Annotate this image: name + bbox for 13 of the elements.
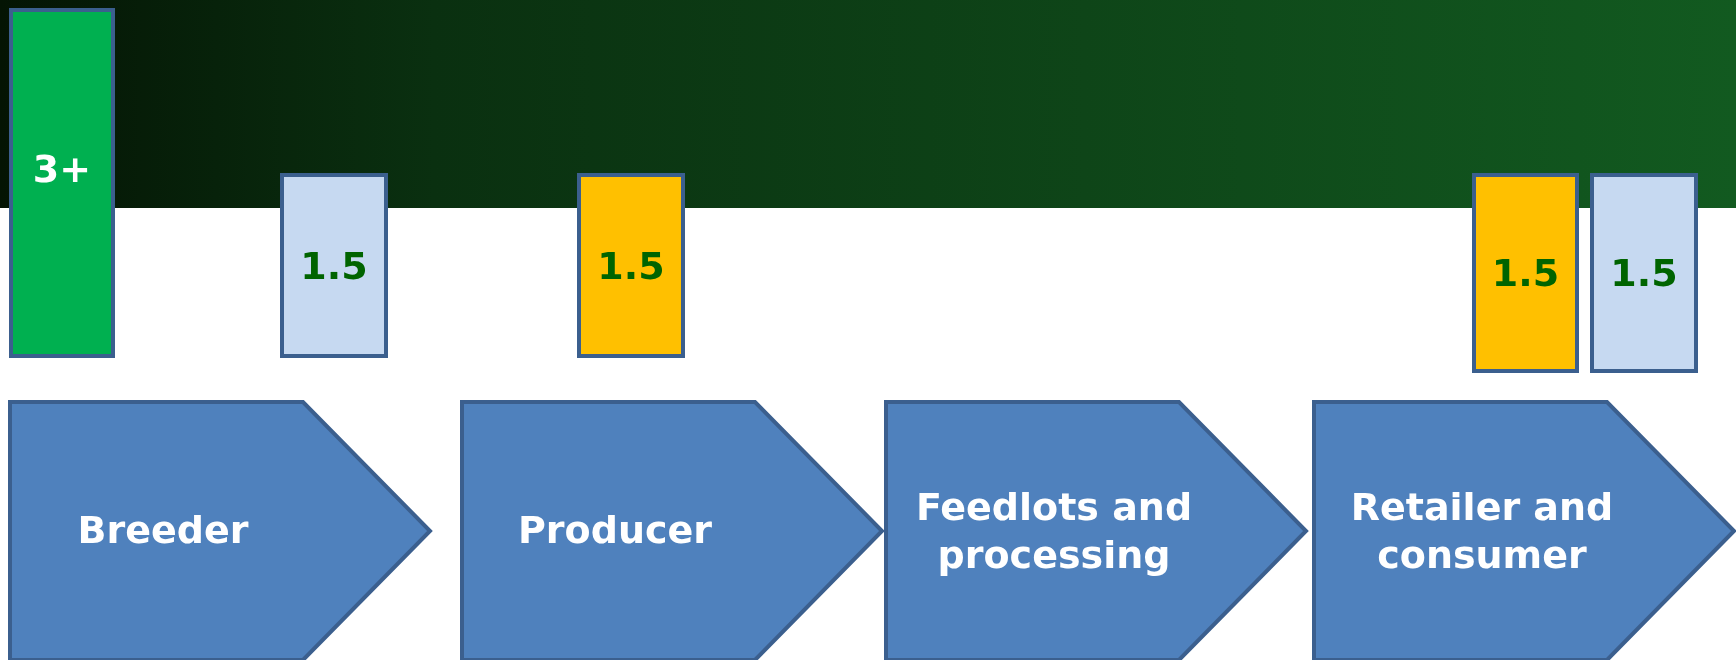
value-box: 1.5	[280, 173, 388, 358]
stage-label: Breeder	[76, 507, 250, 555]
stage-label: Retailer and consumer	[1349, 483, 1615, 578]
stage-pentagon	[884, 400, 1309, 660]
value-box: 3+	[9, 8, 115, 358]
stage-label: Feedlots and processing	[914, 483, 1194, 578]
stage-pentagon	[460, 400, 885, 660]
stage-pentagon	[1312, 400, 1736, 660]
stage-pentagon	[8, 400, 433, 660]
value-box: 1.5	[1472, 173, 1579, 373]
value-box: 1.5	[577, 173, 685, 358]
stage-label: Producer	[517, 507, 713, 555]
value-box: 1.5	[1590, 173, 1698, 373]
